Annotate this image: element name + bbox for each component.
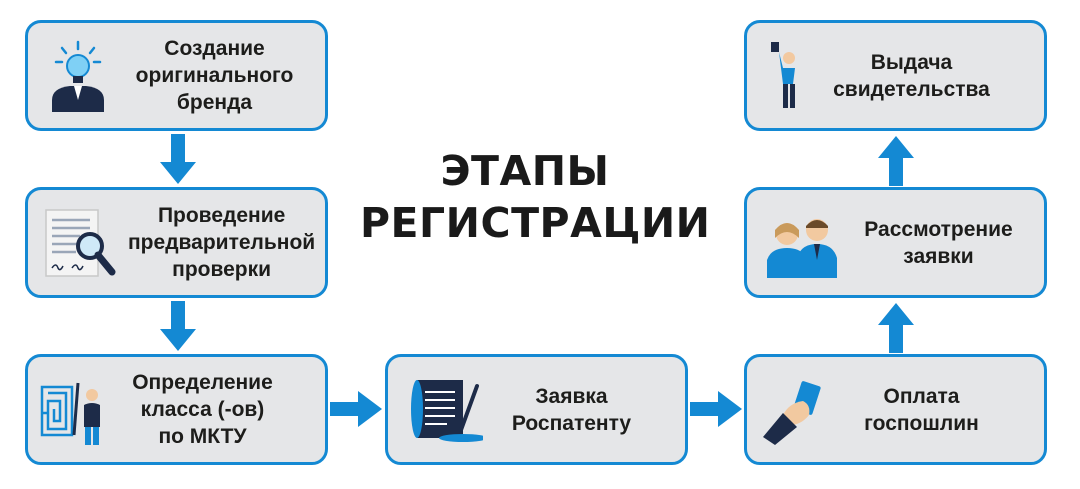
step-rospatent-application: Заявка Роспатенту (385, 354, 688, 465)
document-magnifier-icon (28, 206, 128, 280)
diagram-title: ЭТАПЫ РЕГИСТРАЦИИ (360, 145, 711, 249)
arrow-right-icon (330, 391, 382, 427)
arrow-up-icon (878, 136, 914, 186)
two-people-icon (747, 208, 857, 278)
step-review-application: Рассмотрение заявки (744, 187, 1047, 298)
step-label: Оплата госпошлин (864, 384, 979, 435)
lightbulb-head-icon (28, 40, 128, 112)
step-label: Заявка Роспатенту (511, 384, 632, 435)
step-label: Создание оригинального бренда (135, 37, 294, 114)
step-preliminary-check: Проведение предварительной проверки (25, 187, 328, 298)
arrow-right-icon (690, 391, 742, 427)
title-line-2: РЕГИСТРАЦИИ (360, 199, 711, 247)
step-label: Рассмотрение заявки (864, 217, 1013, 268)
arrow-up-icon (878, 303, 914, 353)
step-label: Проведение предварительной проверки (128, 204, 316, 281)
hand-card-icon (747, 375, 843, 445)
title-line-1: ЭТАПЫ (440, 147, 610, 195)
arrow-down-icon (160, 134, 196, 184)
step-label: Выдача свидетельства (833, 50, 990, 101)
maze-person-icon (28, 373, 120, 447)
step-label: Определение класса (-ов) по МКТУ (132, 371, 273, 448)
scroll-pen-icon (388, 374, 498, 446)
person-trophy-icon (747, 40, 823, 112)
step-create-brand: Создание оригинального бренда (25, 20, 328, 131)
step-issue-certificate: Выдача свидетельства (744, 20, 1047, 131)
step-pay-fees: Оплата госпошлин (744, 354, 1047, 465)
arrow-down-icon (160, 301, 196, 351)
step-mktu-class: Определение класса (-ов) по МКТУ (25, 354, 328, 465)
